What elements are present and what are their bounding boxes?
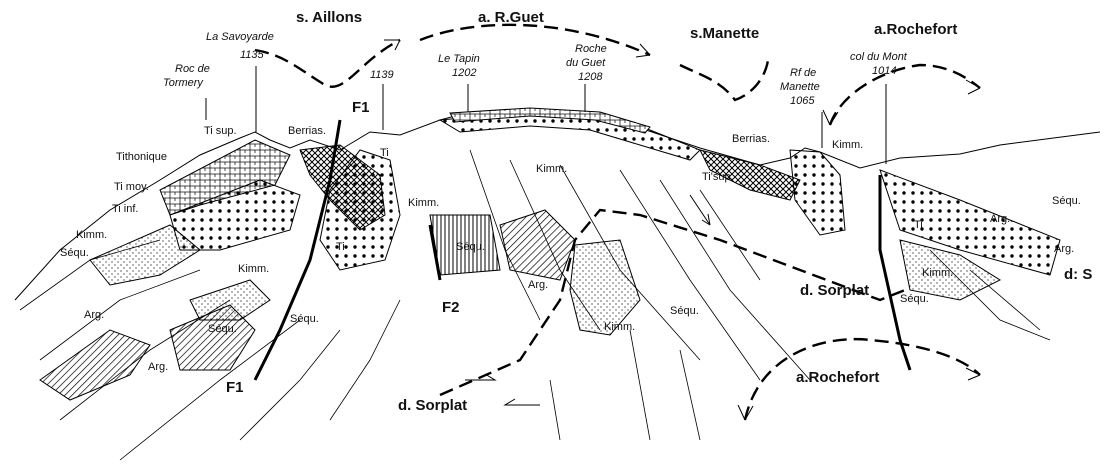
trace-rochefort-top xyxy=(828,63,981,126)
right-kimm xyxy=(899,239,1002,301)
right-slope-dots xyxy=(879,169,1061,276)
crest-brick xyxy=(449,107,651,134)
unit-ti-inf: Ti inf. xyxy=(112,203,139,215)
fault-f2 xyxy=(428,224,442,281)
trace-aillons xyxy=(254,38,401,88)
berrias-block-right xyxy=(699,149,801,201)
unit-sequ-right: Séqu. xyxy=(1052,195,1081,207)
peak-tapin-name: Le Tapin xyxy=(438,53,480,65)
arg-block-left xyxy=(39,329,151,401)
unit-kimm-b: Kimm. xyxy=(238,263,269,275)
unit-ti-a: Ti xyxy=(380,147,389,159)
arrow-head-3 xyxy=(965,79,981,95)
label-s-aillons: s. Aillons xyxy=(296,9,362,26)
unit-tithonique: Tithonique xyxy=(116,151,167,163)
peak-colmont-name: col du Mont xyxy=(850,51,908,63)
peak-savoyarde-name: La Savoyarde xyxy=(206,31,274,43)
label-a-rochefort-bottom: a.Rochefort xyxy=(796,369,879,386)
arrow-sorplat-left xyxy=(503,398,540,406)
unit-sequ-c: Séqu. xyxy=(290,313,319,325)
label-s-manette: s.Manette xyxy=(690,25,759,42)
peak-tapin-alt: 1202 xyxy=(452,67,476,79)
kimm-band-left xyxy=(89,224,201,286)
unit-sequ-left: Séqu. xyxy=(60,247,89,259)
peak-manette-1: Rf de xyxy=(790,67,816,79)
arrow-head-6 xyxy=(965,367,981,381)
ti-dots-right xyxy=(789,149,846,236)
sequ-block-left xyxy=(189,279,271,321)
unit-sequ-b: Séqu. xyxy=(208,323,237,335)
label-d-sorplat-bottom: d. Sorplat xyxy=(398,397,467,414)
unit-kimm-right2: Kimm. xyxy=(922,267,953,279)
unit-ti-b: Ti xyxy=(336,241,345,253)
label-ds: d: S xyxy=(1064,266,1092,283)
arrow-head-5 xyxy=(737,404,754,421)
peak-manette-alt: 1065 xyxy=(790,95,815,107)
unit-berrias-right: Berrias. xyxy=(732,133,770,145)
unit-sequ-mid: Séqu. xyxy=(670,305,699,317)
peak-colmont-alt: 1014 xyxy=(872,65,896,77)
fault-f1 xyxy=(253,119,342,381)
peak-guet-1: Roche xyxy=(575,43,607,55)
unit-arg-b: Arg. xyxy=(148,361,168,373)
trace-sorplat xyxy=(439,208,906,397)
arrow-head-4 xyxy=(822,109,839,126)
ti-lens-center xyxy=(319,149,401,271)
unit-sequ-right2: Séqu. xyxy=(900,293,929,305)
unit-arg-right2: Arg. xyxy=(1054,243,1074,255)
unit-kimm-left: Kimm. xyxy=(76,229,107,241)
trace-manette xyxy=(679,59,770,102)
kimm-lens-center xyxy=(569,239,641,336)
arrow-head-2 xyxy=(635,43,651,58)
label-a-rguet: a. R.Guet xyxy=(478,9,544,26)
unit-kimm-mid: Kimm. xyxy=(604,321,635,333)
peak-tormery-2: Tormery xyxy=(163,77,204,89)
peak-manette-2: Manette xyxy=(780,81,820,93)
unit-ti-sup-right: Ti'sup. xyxy=(702,171,734,183)
arrow-head-1 xyxy=(384,39,401,51)
fault-label-f1-top: F1 xyxy=(352,99,370,116)
peak-tormery-1: Roc de xyxy=(175,63,210,75)
label-d-sorplat-right: d. Sorplat xyxy=(800,282,869,299)
unit-arg-a: Arg. xyxy=(84,309,104,321)
fault-right xyxy=(878,175,912,371)
unit-kimm-right: Kimm. xyxy=(832,139,863,151)
peak-savoyarde-alt: 1135 xyxy=(240,49,265,61)
slope-lines xyxy=(19,149,1051,461)
label-a-rochefort-top: a.Rochefort xyxy=(874,21,957,38)
unit-kimm-a: Kimm. xyxy=(408,197,439,209)
fault-label-f1-bottom: F1 xyxy=(226,379,244,396)
unit-arg-right: Arg. xyxy=(990,213,1010,225)
peak-1139: 1139 xyxy=(370,69,394,81)
arrow-sorplat-right xyxy=(465,373,497,381)
trace-rguet xyxy=(419,23,651,57)
peak-guet-2: du Guet xyxy=(566,57,606,69)
fault-label-f2: F2 xyxy=(442,299,460,316)
unit-sequ-a: Séqu. xyxy=(456,241,485,253)
trace-rochefort-bottom xyxy=(743,337,981,421)
arrow-slip xyxy=(689,194,711,226)
unit-arg-c: Arg. xyxy=(528,279,548,291)
unit-kimm-c: Kimm. xyxy=(536,163,567,175)
unit-berrias-left: Berrias. xyxy=(288,125,326,137)
unit-ti-moy: Ti moy. xyxy=(114,181,149,193)
arg-block-center xyxy=(499,209,576,281)
peak-leaders xyxy=(205,66,887,164)
unit-ti-right: Ti xyxy=(914,219,923,231)
peak-guet-alt: 1208 xyxy=(578,71,603,83)
unit-ti-sup-left: Ti sup. xyxy=(204,125,237,137)
